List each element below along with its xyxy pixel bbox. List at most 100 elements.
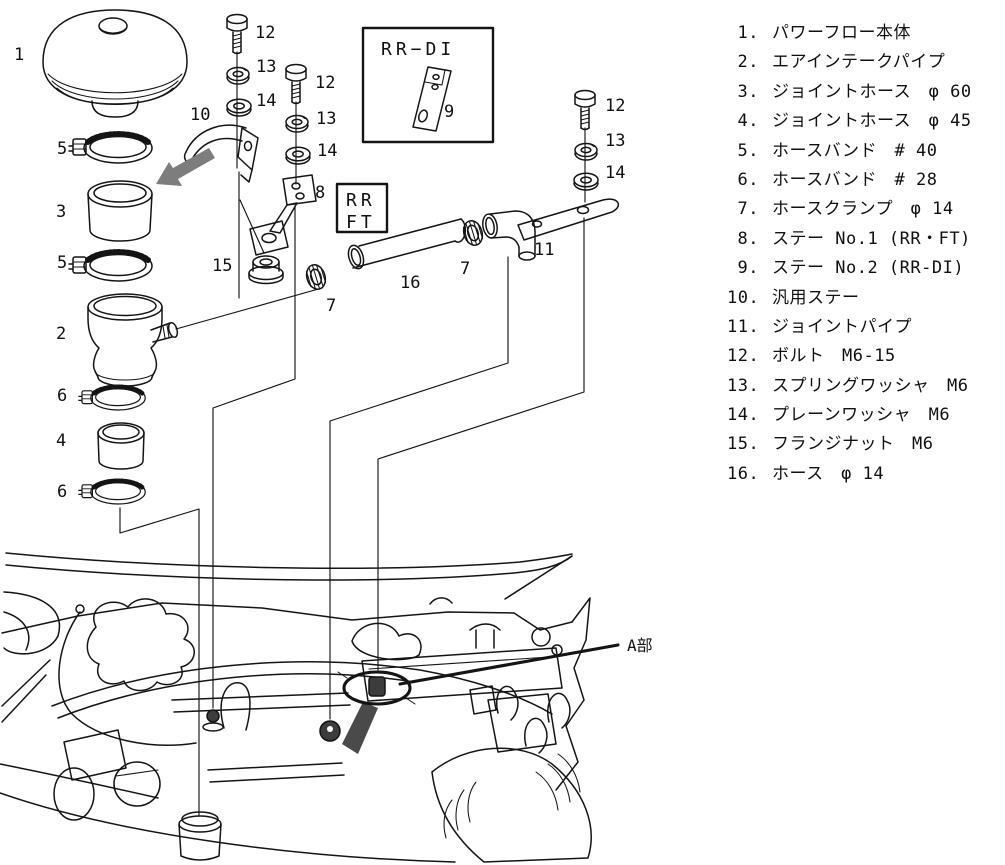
part-label: エアインテークパイプ <box>772 52 946 73</box>
callout-1: 1 <box>14 45 24 65</box>
bolt-part12-b <box>285 63 307 105</box>
part-number: 15. <box>727 434 760 455</box>
spring-washer-part13-a <box>226 66 250 85</box>
parts-list: 1.パワーフロー本体 2.エアインテークパイプ 3.ジョイントホース φ 60 … <box>727 21 1003 491</box>
part-number: 2. <box>737 52 759 73</box>
parts-list-row: 2. エアインテークパイプ <box>727 50 1003 79</box>
parts-list-row: 9.ステー No.2 (RR-DI) <box>727 256 1003 285</box>
callout-6b: 6 <box>57 482 67 502</box>
hose-part16 <box>347 218 467 270</box>
callout-2: 2 <box>56 324 66 344</box>
install-direction-arrow <box>156 148 215 186</box>
part-number: 3. <box>737 81 759 102</box>
callout-13c: 13 <box>605 131 625 151</box>
hose-band-part5-lower <box>69 251 152 281</box>
part-number: 12. <box>727 346 760 367</box>
part-label: ホースバンド # 28 <box>772 169 938 190</box>
callout-12c: 12 <box>605 96 625 116</box>
bolt-part12-c <box>574 89 596 131</box>
a-section-callout: A部 <box>337 636 653 754</box>
callout-13b: 13 <box>316 109 336 129</box>
callout-numbers: 1 5 3 5 2 6 4 6 10 12 13 14 12 13 14 8 1… <box>14 23 625 502</box>
callout-14c: 14 <box>605 163 625 183</box>
parts-list-row: 3. ジョイントホース φ 60 <box>727 80 1003 109</box>
callout-5b: 5 <box>57 253 67 273</box>
callout-15: 15 <box>212 256 232 276</box>
spring-washer-part13-b <box>285 114 309 133</box>
callout-13a: 13 <box>256 57 276 77</box>
part-number: 6. <box>737 169 759 190</box>
callout-7a: 7 <box>326 296 336 316</box>
part-number: 16. <box>727 463 760 484</box>
parts-list-row: 11.ジョイントパイプ <box>727 315 1003 344</box>
callout-14b: 14 <box>317 141 337 161</box>
callout-11: 11 <box>534 240 554 260</box>
air-intake-pipe-part2 <box>87 293 179 387</box>
part-label: パワーフロー本体 <box>772 23 911 43</box>
part-label: ホースクランプ φ 14 <box>772 199 954 220</box>
part-label: 汎用ステー <box>772 287 860 308</box>
part-number: 7. <box>737 199 759 220</box>
part-label: ボルト M6-15 <box>772 346 896 367</box>
part-number: 4. <box>737 111 759 132</box>
hose-clamp-part7-left <box>302 261 330 293</box>
plain-washer-part14-c <box>573 172 599 191</box>
part-number: 14. <box>727 405 760 426</box>
joint-hose-part3 <box>87 180 153 242</box>
parts-list-row: 6. ホースバンド # 28 <box>727 168 1003 197</box>
spring-washer-part13-c <box>574 142 598 161</box>
callout-5a: 5 <box>57 139 67 159</box>
flange-nut-part15 <box>248 255 284 285</box>
callout-6a: 6 <box>57 386 67 406</box>
callout-16: 16 <box>400 273 420 293</box>
bolt-part12-a <box>226 13 248 55</box>
part-number: 8. <box>737 228 759 249</box>
hose-band-part6-lower <box>79 480 145 504</box>
part-label: プレーンワッシャ M6 <box>772 405 951 426</box>
a-section-label: A部 <box>627 636 653 655</box>
stay-no1-part8 <box>249 174 317 256</box>
parts-list-row: 13.スプリングワッシャ M6 <box>727 374 1003 403</box>
callout-8: 8 <box>315 183 325 203</box>
part-label: ホースバンド # 40 <box>772 140 938 161</box>
parts-list-row: 16. ホース φ 14 <box>727 462 1003 491</box>
callout-12b: 12 <box>315 73 335 93</box>
leader-lines <box>119 51 586 817</box>
part-number: 10. <box>727 287 760 308</box>
parts-list-row: 14. プレーンワッシャ M6 <box>727 403 1003 432</box>
part-label: ジョイントパイプ <box>772 316 912 337</box>
parts-list-row: 7. ホースクランプ φ 14 <box>727 197 1003 226</box>
air-cleaner-part1 <box>42 9 188 118</box>
callout-10: 10 <box>190 105 210 125</box>
parts-list-row: 15.フランジナット M6 <box>727 432 1003 461</box>
part-number: 5. <box>737 140 759 161</box>
a-section-leader-line <box>398 643 620 686</box>
part-label: ホース φ 14 <box>772 463 885 484</box>
part-number: 9. <box>737 258 759 279</box>
part-number: 1. <box>737 23 759 43</box>
parts-list-row: 12. ボルト M6-15 <box>727 344 1003 373</box>
parts-list-row: 10. 汎用ステー <box>727 286 1003 315</box>
universal-stay-part10 <box>183 124 259 183</box>
part-label: ステー No.1 (RR・FT) <box>772 228 971 249</box>
plain-washer-part14-b <box>285 146 311 165</box>
rr-di-inset-box: RR−DI <box>361 26 495 144</box>
part-label: ジョイントホース φ 45 <box>772 111 972 132</box>
part-number: 13. <box>727 375 760 396</box>
callout-4: 4 <box>56 431 66 451</box>
callout-3: 3 <box>56 202 66 222</box>
rr-ft-box: RR FT <box>335 182 389 234</box>
joint-pipe-part11 <box>482 198 620 261</box>
part-label: ジョイントホース φ 60 <box>772 81 972 102</box>
rr-ft-box-line2: FT <box>346 212 376 233</box>
joint-hose-part4 <box>97 422 145 470</box>
callout-9: 9 <box>444 102 454 122</box>
rr-di-box-label: RR−DI <box>381 39 455 60</box>
hose-band-part6-upper <box>79 386 145 410</box>
stay-no2-part9 <box>412 66 452 132</box>
parts-list-row: 5. ホースバンド # 40 <box>727 139 1003 168</box>
parts-list-row: 8. ステー No.1 (RR・FT) <box>727 227 1003 256</box>
parts-list-row: 4. ジョイントホース φ 45 <box>727 109 1003 138</box>
